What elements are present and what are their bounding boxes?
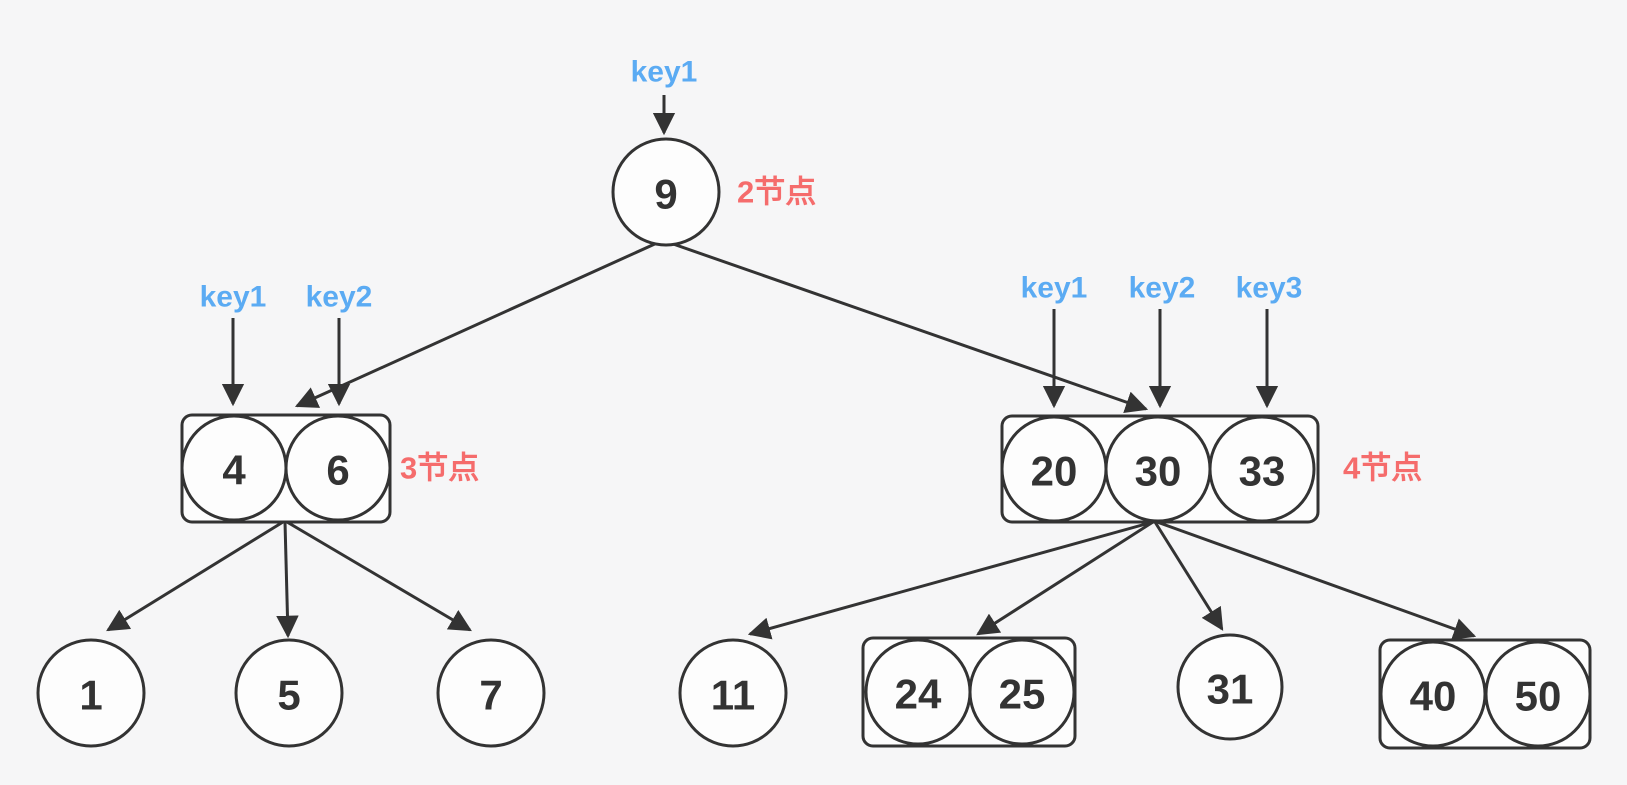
leaf-circle-5 <box>234 638 344 748</box>
right-internal-value-1: 30 <box>1135 448 1182 495</box>
right-internal-value-0: 20 <box>1031 448 1078 495</box>
leaf-circle-7 <box>436 638 546 748</box>
leaf-value-25: 25 <box>999 671 1046 718</box>
root-node-circle <box>611 137 721 247</box>
left-internal-circle-1 <box>284 414 392 522</box>
leaf-value-7: 7 <box>479 672 502 719</box>
leaf-circle-31 <box>1176 633 1284 741</box>
left-internal-value-0: 4 <box>222 447 246 494</box>
right-internal-annotation: 4节点 <box>1343 451 1422 486</box>
right-key3-label: key3 <box>1236 272 1303 305</box>
root-node-value: 9 <box>654 171 677 218</box>
edge-left-internal-to-leaf-5 <box>276 521 299 639</box>
leaf-value-31: 31 <box>1207 666 1254 713</box>
edge-right-internal-to-leaf-11 <box>747 520 1154 640</box>
leaf-value-1: 1 <box>79 672 102 719</box>
right-internal-value-2: 33 <box>1239 448 1286 495</box>
edge-left-internal-to-leaf-1 <box>106 520 284 632</box>
edge-root-to-right-internal <box>655 236 1149 413</box>
leaf-value-50: 50 <box>1515 673 1562 720</box>
edge-right-internal-to-leaf-40-50 <box>1156 520 1477 640</box>
right-key2-label: key2 <box>1129 272 1196 305</box>
left-internal-annotation: 3节点 <box>400 451 479 486</box>
root-annotation: 2节点 <box>737 175 816 210</box>
edge-left-internal-to-leaf-7 <box>286 520 472 632</box>
edge-root-to-left-internal <box>294 236 669 408</box>
left-key2-label: key2 <box>306 281 373 314</box>
leaf-circle-1 <box>36 638 146 748</box>
leaf-circle-50 <box>1484 640 1592 748</box>
edge-right-internal-to-leaf-31 <box>1153 521 1224 631</box>
right-internal-circle-2 <box>1208 415 1316 523</box>
leaf-circle-11 <box>678 638 788 748</box>
leaf-value-5: 5 <box>277 672 300 719</box>
leaf-value-40: 40 <box>1410 673 1457 720</box>
left-internal-value-1: 6 <box>326 447 349 494</box>
edge-right-internal-to-leaf-24-25 <box>976 520 1154 636</box>
right-key1-label: key1 <box>1021 272 1088 305</box>
root-key1-label: key1 <box>631 56 698 89</box>
leaf-value-11: 11 <box>711 672 755 719</box>
leaf-value-24: 24 <box>895 671 942 718</box>
leaf-circle-25 <box>968 638 1076 746</box>
left-key1-label: key1 <box>200 281 267 314</box>
